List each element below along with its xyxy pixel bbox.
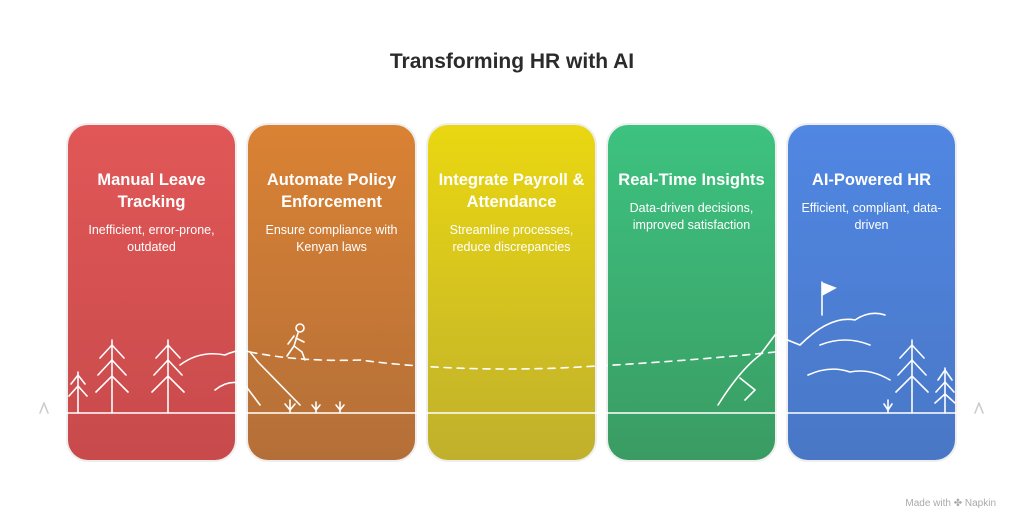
diagram-title: Transforming HR with AI	[389, 50, 635, 73]
tree-icon	[95, 339, 129, 414]
hill-icon	[214, 381, 261, 406]
hill-icon	[179, 349, 301, 406]
card-text: Efficient, compliant, data-driven	[801, 201, 942, 232]
tree-icon	[151, 339, 185, 414]
hiker-icon	[286, 323, 306, 361]
tree-icon	[934, 367, 956, 414]
flag-icon	[821, 281, 837, 316]
grass-icons	[39, 402, 984, 414]
card-heading: Automate Policy Enforcement	[266, 171, 397, 211]
card-heading: Real-Time Insights	[618, 171, 765, 189]
dashed-path	[249, 351, 776, 370]
napkin-credit: Made with ✤ Napkin	[905, 498, 996, 509]
stage-card-ai-powered-hr: AI-Powered HR Efficient, compliant, data-…	[788, 125, 955, 460]
card-text: Inefficient, error-prone, outdated	[88, 223, 215, 254]
card-heading: Manual Leave Tracking	[97, 171, 206, 211]
card-text: Ensure compliance with Kenyan laws	[265, 223, 398, 254]
mountain-icon	[717, 312, 886, 406]
tree-icon	[68, 371, 88, 414]
mountain-contour	[807, 339, 891, 381]
card-heading: Integrate Payroll & Attendance	[438, 171, 585, 211]
sprout-icons	[284, 399, 345, 414]
card-text: Data-driven decisions, improved satisfac…	[629, 201, 754, 232]
card-heading: AI-Powered HR	[811, 171, 932, 189]
tree-icon	[895, 339, 929, 414]
card-text: Streamline processes, reduce discrepanci…	[449, 223, 574, 254]
sprout-icon	[883, 399, 893, 414]
mountain-detail	[739, 377, 757, 401]
